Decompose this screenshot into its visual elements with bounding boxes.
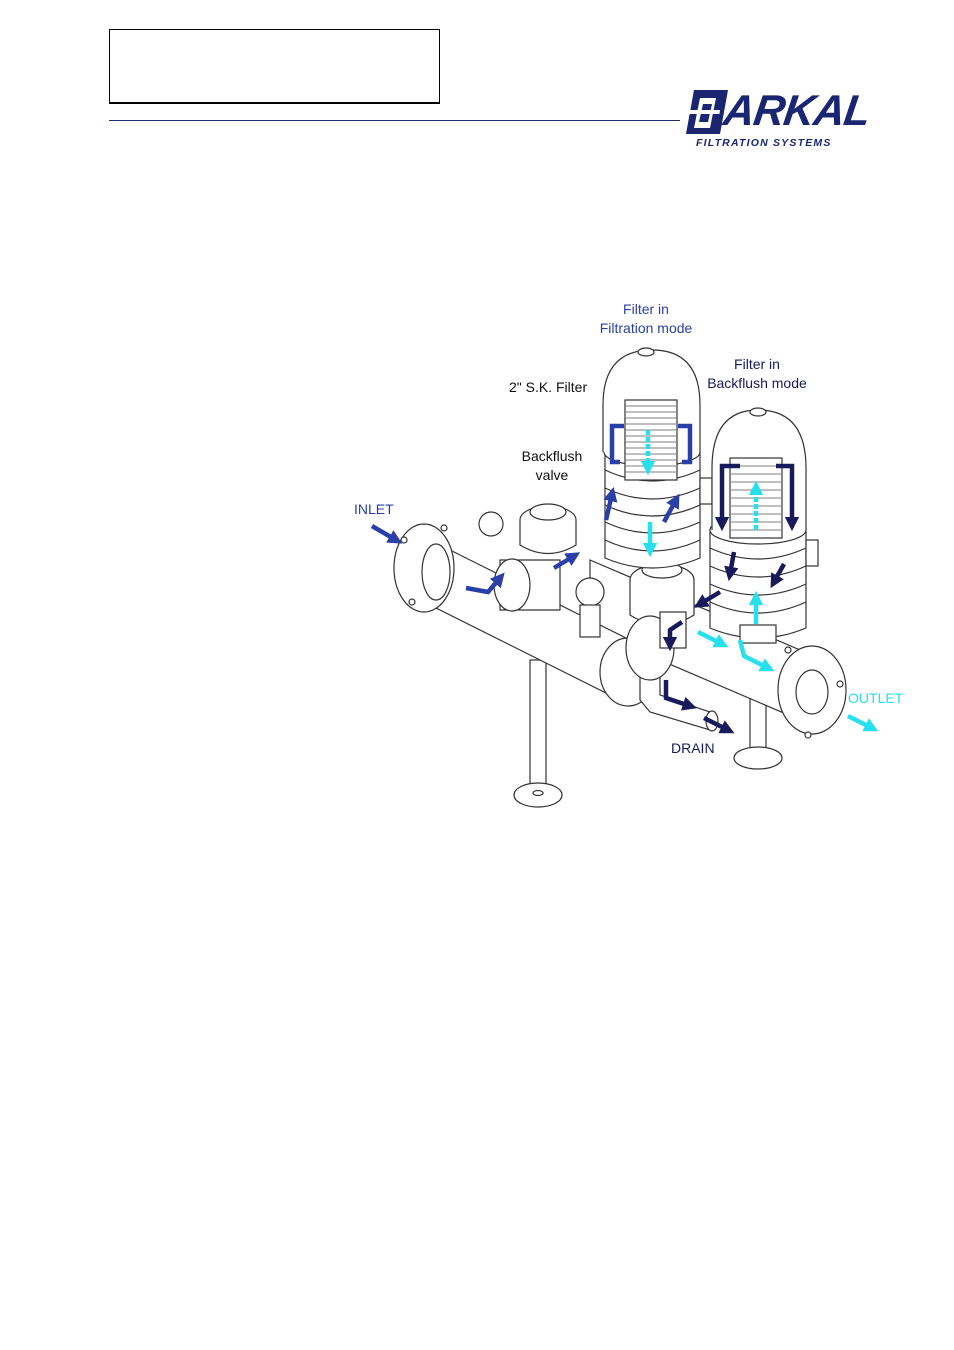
support-leg-left [514,660,562,807]
outlet-label: OUTLET [848,689,903,708]
backflush-filter-label: Filter in Backflush mode [703,355,811,393]
filtration-filter-label-line2: Filtration mode [598,319,694,338]
backflush-valve-label: Backflush valve [516,447,588,485]
filter-2-backflush-mode [710,408,818,643]
filtration-filter-label-line1: Filter in [598,300,694,319]
inlet-label: INLET [354,500,394,519]
backflush-filter-label-line2: Backflush mode [703,374,811,393]
filtration-filter-label: Filter in Filtration mode [598,300,694,338]
outlet-arrow [848,716,872,728]
backflush-valve-label-line2: valve [516,466,588,485]
sk-filter-label: 2" S.K. Filter [509,378,587,397]
backflush-filter-label-line1: Filter in [703,355,811,374]
backflush-valve-label-line1: Backflush [516,447,588,466]
drain-label: DRAIN [671,739,715,758]
filter-1-filtration-mode [603,348,712,568]
inlet-arrow [372,526,396,540]
